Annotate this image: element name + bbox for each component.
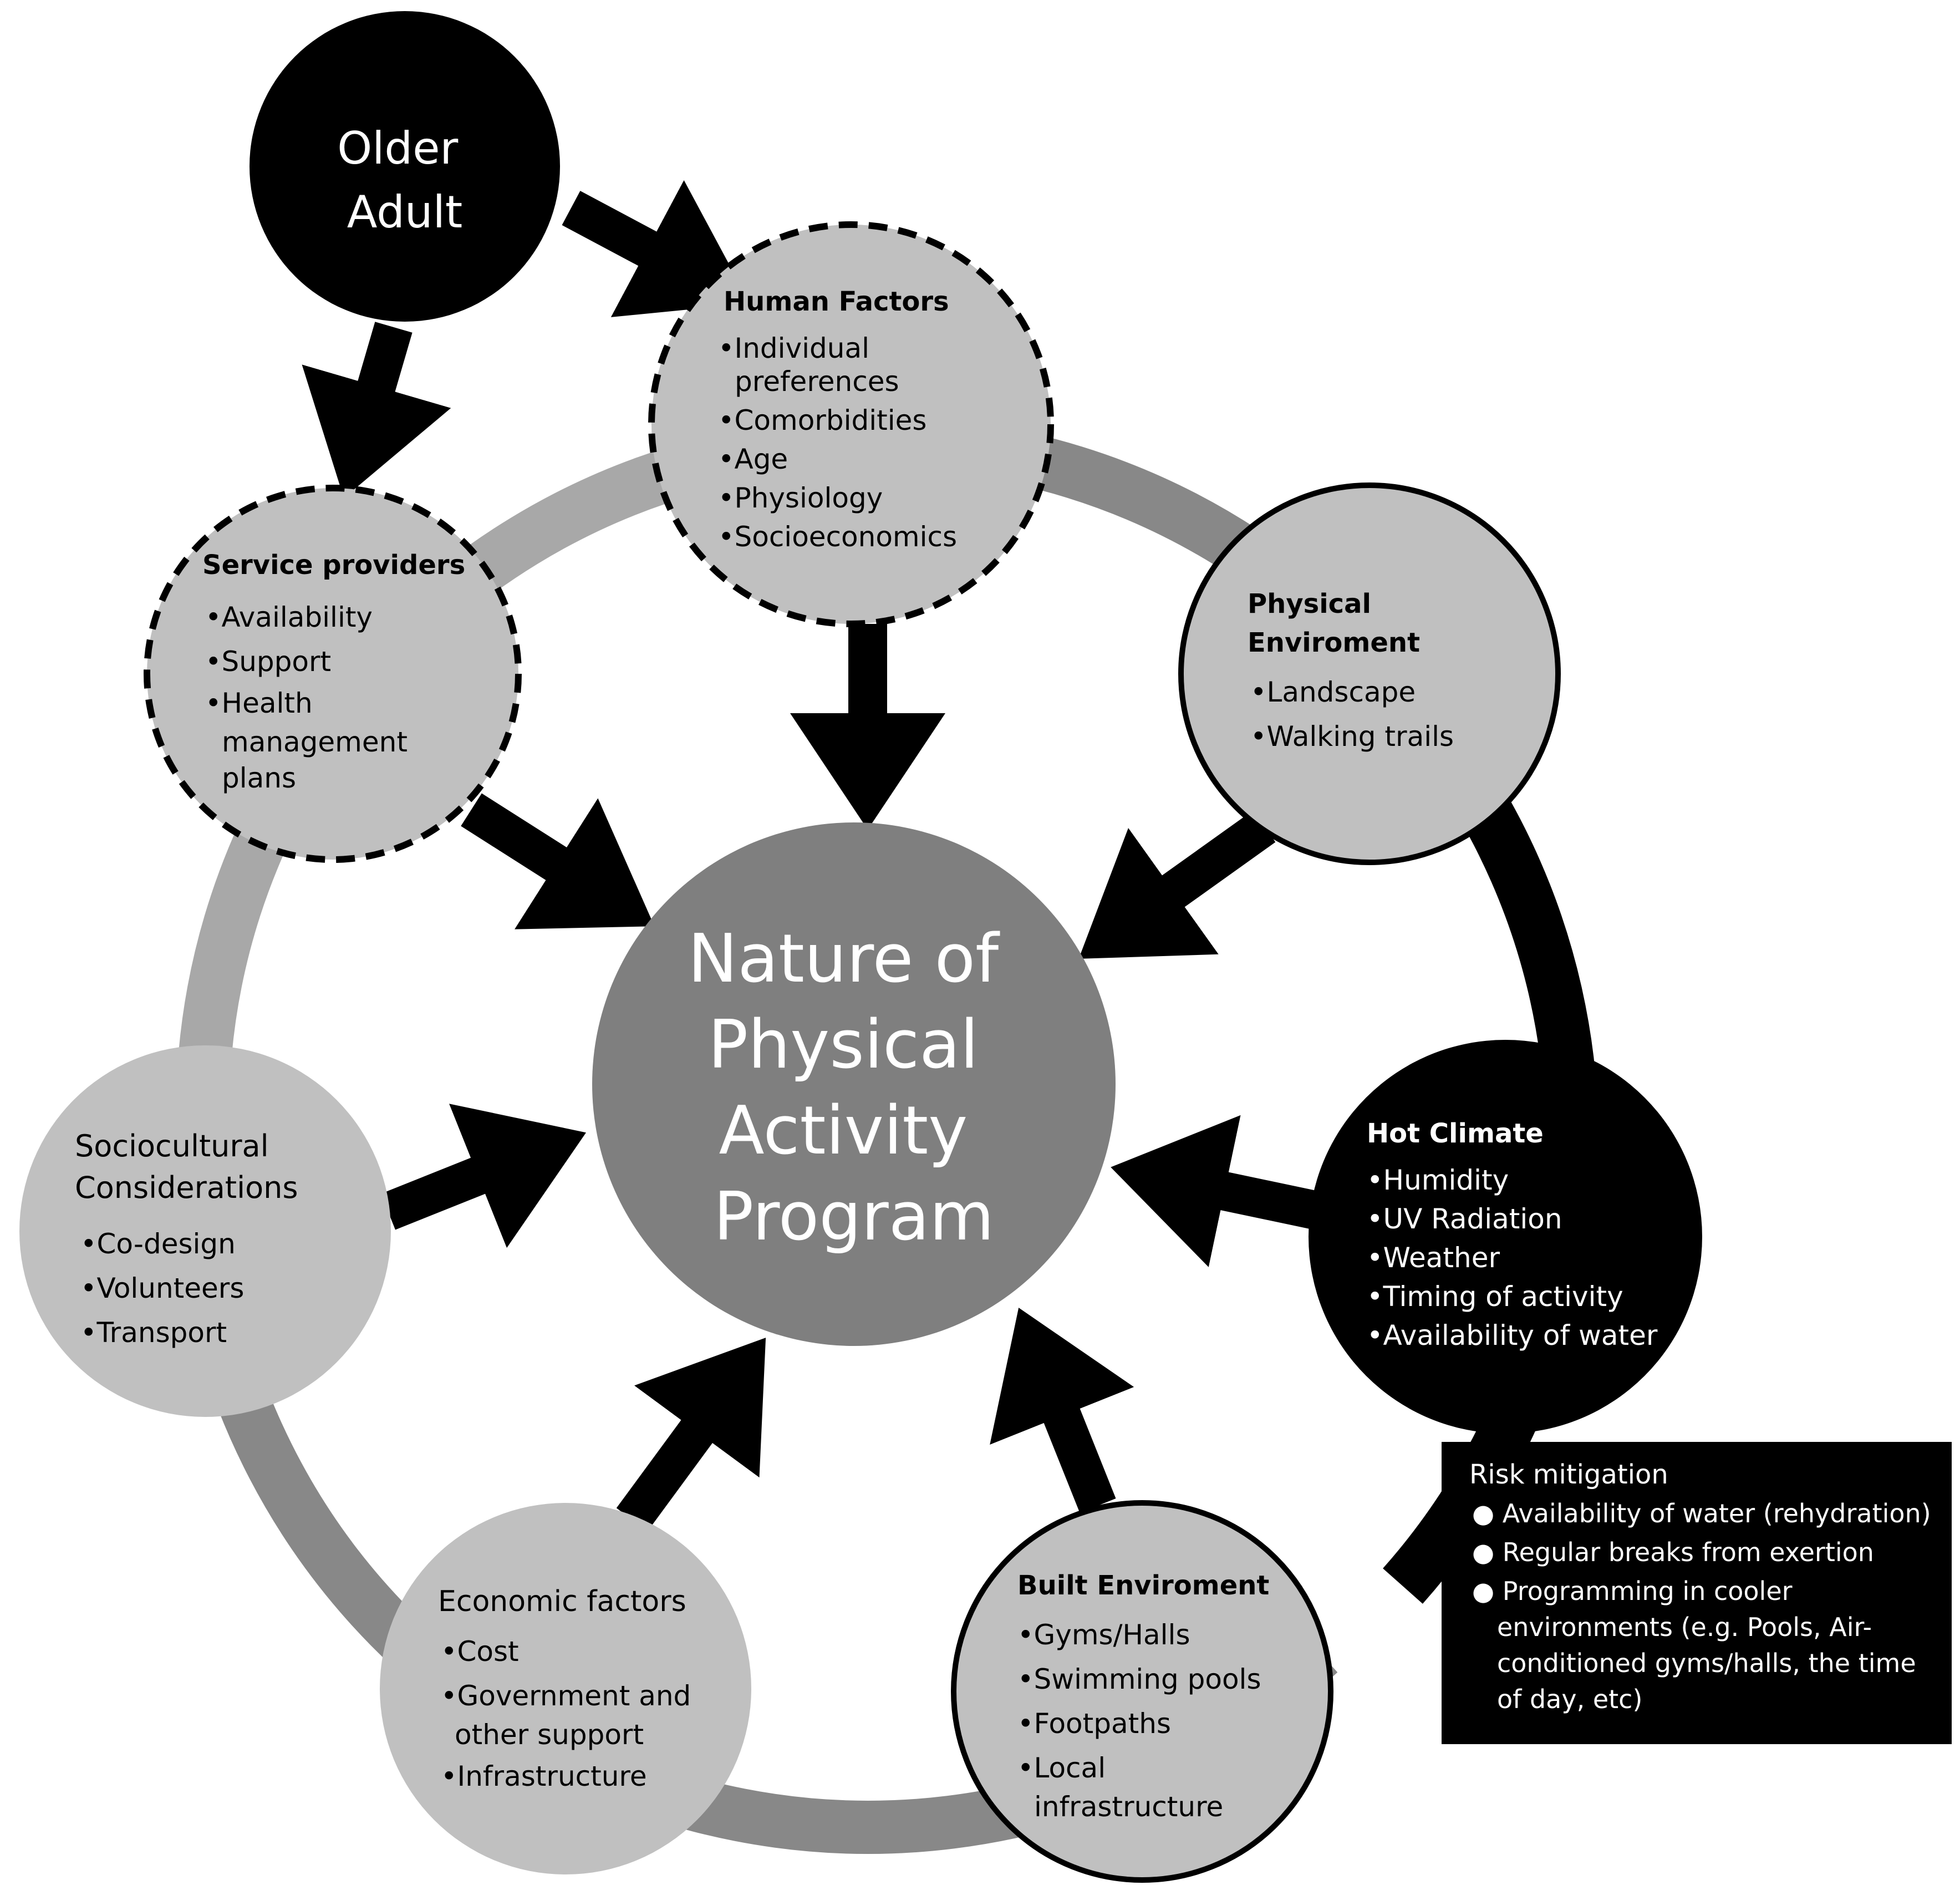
human-factors-item-6: •Socioeconomics [718, 521, 957, 553]
service-providers-item-3: •Health [205, 687, 313, 719]
svg-text:Sociocultural Considerat: Sociocultural Considerations [75, 1129, 298, 1205]
older-adult-line-1: Older [337, 123, 458, 174]
economic-factors-node: Economic factors •Cost •Government and o… [380, 1503, 751, 1874]
sociocultural-item-3: •Transport [80, 1317, 227, 1349]
hot-climate-item-5: •Availability of water [1367, 1319, 1658, 1351]
risk-line-4: environments (e.g. Pools, Air- [1497, 1612, 1872, 1642]
sociocultural-title-1: Sociocultural [75, 1129, 269, 1163]
service-providers-item-2: •Support [205, 646, 331, 678]
built-environment-item-5: infrastructure [1034, 1791, 1223, 1823]
physical-environment-node: Physical Enviroment •Landscape •Walking … [1178, 482, 1561, 865]
svg-text:Older Adult: Older Adult [337, 123, 472, 238]
svg-text:•Individual preferences: •Individual preferences •Comorbidities •… [718, 332, 957, 553]
svg-text:•Availability •Support: •Availability •Support •Health managemen… [205, 601, 416, 794]
service-providers-node: Service providers •Availability •Support… [144, 485, 522, 863]
hot-climate-item-4: •Timing of activity [1367, 1281, 1623, 1313]
arrow-older-adult-to-human-factors [562, 180, 750, 317]
human-factors-node: Human Factors •Individual preferences •C… [648, 221, 1054, 627]
physical-environment-item-2: •Walking trails [1250, 720, 1454, 753]
built-environment-title: Built Enviroment [1017, 1570, 1269, 1601]
arrow-service-providers-to-center [461, 793, 655, 929]
service-providers-item-5: plans [222, 762, 296, 794]
economic-factors-item-1: •Cost [441, 1635, 519, 1668]
economic-factors-item-4: •Infrastructure [441, 1760, 647, 1792]
hot-climate-item-2: •UV Radiation [1367, 1203, 1562, 1235]
arrow-hot-climate-to-center [1111, 1115, 1327, 1267]
hot-climate-item-3: •Weather [1367, 1242, 1500, 1274]
risk-line-2: ● Regular breaks from exertion [1472, 1537, 1874, 1567]
center-line-1: Nature of [688, 921, 1000, 998]
arrow-sociocultural-to-center [381, 1104, 586, 1248]
arrow-economic-to-center [616, 1338, 766, 1531]
hot-climate-node: Hot Climate •Humidity •UV Radiation •Wea… [1309, 1040, 1702, 1434]
built-environment-item-4: •Local [1017, 1752, 1106, 1784]
svg-text:•Gyms/Halls •Swimming po: •Gyms/Halls •Swimming pools •Footpaths •… [1017, 1619, 1270, 1823]
human-factors-item-1: •Individual [718, 332, 869, 364]
built-environment-node: Built Enviroment •Gyms/Halls •Swimming p… [951, 1500, 1333, 1883]
service-providers-title: Service providers [202, 550, 465, 581]
risk-line-1: ● Availability of water (rehydration) [1472, 1498, 1931, 1528]
human-factors-item-2: preferences [735, 365, 899, 398]
arrows [302, 180, 1327, 1531]
hot-climate-item-1: •Humidity [1367, 1164, 1509, 1196]
risk-line-5: conditioned gyms/halls, the time [1497, 1648, 1916, 1678]
service-providers-item-4: management [222, 726, 408, 758]
svg-text:•Cost •Government and: •Cost •Government and other support •Inf… [441, 1635, 700, 1792]
risk-line-3: ● Programming in cooler [1472, 1576, 1793, 1606]
center-line-2: Physical [708, 1007, 979, 1084]
hot-climate-title: Hot Climate [1367, 1118, 1544, 1149]
physical-environment-title-1: Physical [1248, 588, 1371, 619]
sociocultural-item-2: •Volunteers [80, 1272, 244, 1304]
svg-text:Nature of Physical: Nature of Physical Activity Program [688, 921, 1020, 1256]
risk-mitigation-title: Risk mitigation [1469, 1459, 1668, 1490]
svg-text:● Availability of water (rehyd: ● Availability of water (rehydration) ● … [1472, 1498, 1939, 1714]
built-environment-item-3: •Footpaths [1017, 1708, 1171, 1740]
arrow-physical-environment-to-center [1078, 810, 1276, 959]
sociocultural-title-2: Considerations [75, 1170, 298, 1205]
economic-factors-item-3: other support [455, 1719, 644, 1751]
older-adult-node: Older Adult [250, 11, 560, 322]
human-factors-title: Human Factors [724, 286, 949, 317]
risk-mitigation-box: Risk mitigation ● Availability of water … [1442, 1442, 1952, 1744]
sociocultural-node: Sociocultural Considerations •Co-design … [19, 1045, 391, 1417]
svg-text:•Humidity •UV Radiation: •Humidity •UV Radiation •Weather •Timing… [1367, 1164, 1658, 1351]
built-environment-item-2: •Swimming pools [1017, 1663, 1261, 1695]
arrow-older-adult-to-service-providers [302, 322, 451, 499]
center-line-3: Activity [719, 1093, 968, 1170]
center-node: Nature of Physical Activity Program [592, 822, 1116, 1346]
physical-environment-title-2: Enviroment [1248, 627, 1420, 658]
economic-factors-item-2: •Government and [441, 1680, 691, 1712]
svg-text:Physical Enviroment: Physical Enviroment [1248, 588, 1420, 658]
risk-line-6: of day, etc) [1497, 1684, 1642, 1714]
human-factors-item-3: •Comorbidities [718, 404, 926, 436]
built-environment-item-1: •Gyms/Halls [1017, 1619, 1190, 1651]
physical-environment-item-1: •Landscape [1250, 676, 1416, 708]
arrow-built-environment-to-center [990, 1308, 1134, 1513]
sociocultural-item-1: •Co-design [80, 1228, 236, 1260]
center-line-4: Program [714, 1178, 994, 1256]
human-factors-item-5: •Physiology [718, 482, 883, 514]
older-adult-line-2: Adult [347, 186, 462, 238]
human-factors-item-4: •Age [718, 443, 788, 475]
service-providers-item-1: •Availability [205, 601, 373, 633]
svg-text:•Co-design •Volunteers: •Co-design •Volunteers •Transport [80, 1228, 253, 1349]
svg-text:•Landscape •Walking trai: •Landscape •Walking trails [1250, 676, 1454, 753]
economic-factors-title: Economic factors [438, 1585, 686, 1618]
